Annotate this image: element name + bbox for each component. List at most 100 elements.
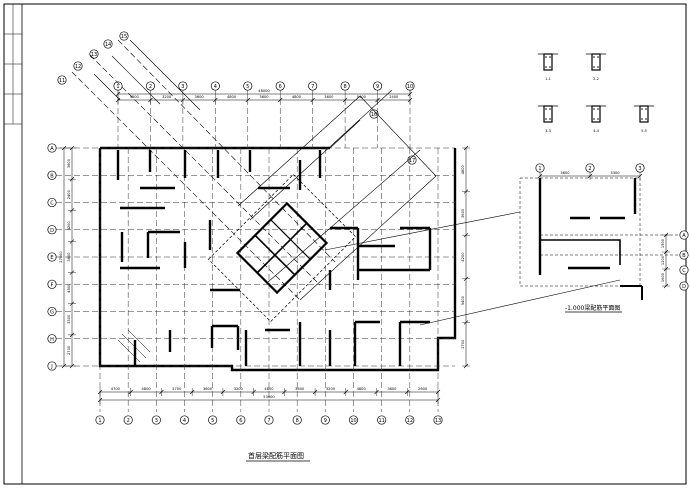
dimension-label: 3600 <box>461 208 465 218</box>
axis-bubble-left: H <box>47 334 57 344</box>
svg-text:B: B <box>682 253 686 259</box>
svg-text:F: F <box>51 282 54 288</box>
detail-axis-right: B <box>679 250 689 260</box>
beam-section-detail: 1-1 <box>538 53 558 81</box>
detail-axis-right: A <box>679 230 689 240</box>
svg-text:8: 8 <box>344 84 347 90</box>
svg-text:17: 17 <box>409 158 415 164</box>
dimension-label: 3200 <box>326 387 336 391</box>
axis-bubble-left: E <box>47 252 57 262</box>
detail-plan-title: -1.000梁配筋平面图 <box>565 304 620 312</box>
svg-text:D: D <box>682 284 686 290</box>
dimension-label: 4800 <box>130 95 140 99</box>
axis-bubble-top: 8 <box>340 81 350 91</box>
svg-text:3-3: 3-3 <box>545 129 551 133</box>
svg-text:3: 3 <box>155 418 158 424</box>
dimension-label: 3600 <box>203 387 213 391</box>
svg-text:1: 1 <box>116 84 119 90</box>
dimension-label: 3200 <box>162 95 172 99</box>
axis-bubble-left: J <box>47 361 57 371</box>
beam-section-detail: 2-2 <box>586 53 606 81</box>
svg-text:4: 4 <box>183 418 186 424</box>
svg-text:H: H <box>50 337 54 343</box>
svg-text:10: 10 <box>350 418 356 424</box>
svg-text:4-4: 4-4 <box>593 129 600 133</box>
shear-walls <box>116 150 432 366</box>
beam-grid <box>56 90 455 412</box>
detail-axis-top: 2 <box>585 163 595 173</box>
sheet-border <box>3 3 687 485</box>
axis-bubble-diagonal: 16 <box>369 109 379 119</box>
axis-bubble-diagonal: 14 <box>103 39 113 49</box>
axis-bubble-bottom: 2 <box>123 415 133 425</box>
dimension-label: 5700 <box>172 387 182 391</box>
axis-bubble-top: 3 <box>178 81 188 91</box>
svg-text:1: 1 <box>98 418 101 424</box>
axis-bubble-bottom: 8 <box>292 415 302 425</box>
svg-text:12: 12 <box>75 64 81 70</box>
dimension-label: 27000 <box>59 251 63 263</box>
dimension-label: 2400 <box>389 95 399 99</box>
dimension-label: 4800 <box>357 387 367 391</box>
dimension-label: 5400 <box>461 295 465 305</box>
diagonal-band <box>71 39 437 301</box>
dimension-label: 4500 <box>67 283 71 293</box>
title-strip-cells <box>4 4 22 125</box>
axis-bubble-top: 5 <box>243 81 253 91</box>
svg-text:5-5: 5-5 <box>641 129 647 133</box>
axis-bubble-top: 10 <box>405 81 415 91</box>
dimension-label: 2400 <box>67 189 71 199</box>
dimension-label: 3600 <box>195 95 205 99</box>
svg-text:C: C <box>682 268 686 274</box>
dimension-label: 4700 <box>111 387 121 391</box>
svg-text:15: 15 <box>121 34 127 40</box>
dimension-label: 1600 <box>661 272 665 282</box>
svg-text:12: 12 <box>407 418 413 424</box>
svg-text:2: 2 <box>149 84 152 90</box>
axis-bubble-bottom: 1 <box>95 415 105 425</box>
axis-bubble-diagonal: 11 <box>57 75 67 85</box>
dimension-label: 2700 <box>461 339 465 349</box>
svg-text:13: 13 <box>435 418 441 424</box>
axis-bubble-bottom: 4 <box>179 415 190 425</box>
svg-text:6: 6 <box>239 418 242 424</box>
beam-section-detail: 5-5 <box>634 105 654 133</box>
dimension-label: 3600 <box>295 387 305 391</box>
detail-axis-right: D <box>679 281 689 291</box>
dimension-label: 3300 <box>610 171 620 175</box>
detail-axis-top: 1 <box>535 163 545 173</box>
svg-text:13: 13 <box>91 52 97 58</box>
dimension-label: 4800 <box>142 387 152 391</box>
dimension-label: 2700 <box>67 345 71 355</box>
dimension-label: 3300 <box>67 314 71 324</box>
dimension-label: 4800 <box>264 387 274 391</box>
main-plan-title: 首层梁配筋平面图 <box>248 451 304 460</box>
svg-text:C: C <box>50 201 54 207</box>
beam-sections: 1-1 2-2 3-3 4-4 5-5 <box>538 53 654 133</box>
dimension-label: 48000 <box>258 89 270 93</box>
svg-text:5: 5 <box>211 418 214 424</box>
dimension-label: 3600 <box>387 387 397 391</box>
axis-bubble-top: 9 <box>373 81 383 91</box>
dimension-label: 4800 <box>227 95 237 99</box>
svg-text:B: B <box>50 173 54 179</box>
axis-bubble-diagonal: 12 <box>73 61 83 71</box>
svg-text:9: 9 <box>324 418 327 424</box>
axis-bubble-left: D <box>47 225 57 235</box>
axis-bubble-left: C <box>47 197 57 208</box>
svg-text:1: 1 <box>538 166 541 172</box>
svg-text:2-2: 2-2 <box>593 77 599 81</box>
axis-bubble-left: B <box>47 170 57 180</box>
axis-bubble-left: G <box>47 306 57 317</box>
axis-bubble-top: 6 <box>275 81 285 91</box>
svg-text:5: 5 <box>246 84 249 90</box>
dimension-label: 3600 <box>259 95 269 99</box>
svg-text:16: 16 <box>371 112 377 118</box>
dimension-label: 3600 <box>324 95 334 99</box>
